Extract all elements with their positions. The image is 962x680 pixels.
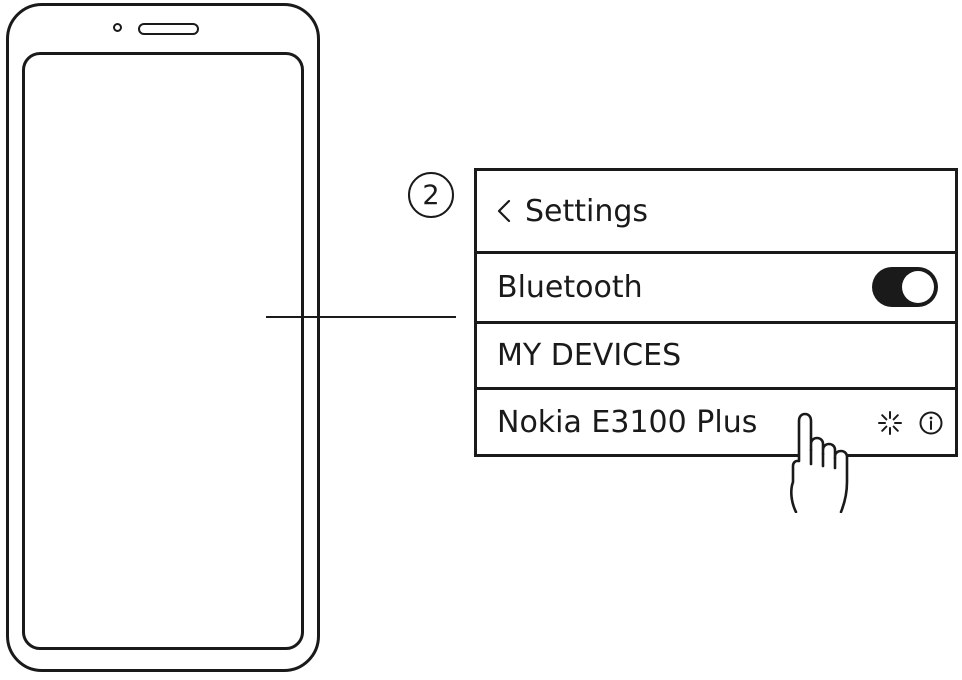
loading-spinner-icon [878, 411, 902, 435]
chevron-left-icon[interactable] [493, 198, 519, 224]
bluetooth-settings-panel: Settings Bluetooth MY DEVICES Nokia E310… [474, 168, 958, 457]
phone-outline [6, 3, 320, 672]
front-camera-icon [113, 23, 122, 32]
toggle-knob [902, 271, 934, 303]
section-header-label: MY DEVICES [497, 338, 682, 373]
step-number-badge: 2 [408, 172, 454, 218]
bluetooth-row[interactable]: Bluetooth [477, 251, 955, 321]
phone-screen [22, 52, 304, 650]
device-name: Nokia E3100 Plus [497, 404, 758, 440]
tapping-hand-icon [790, 412, 849, 513]
callout-leader-line [266, 316, 456, 318]
step-number: 2 [422, 179, 440, 211]
device-list-item[interactable]: Nokia E3100 Plus [477, 387, 955, 454]
earpiece-speaker-icon [138, 23, 199, 35]
bluetooth-label: Bluetooth [497, 270, 643, 305]
my-devices-section-header: MY DEVICES [477, 321, 955, 387]
bluetooth-toggle[interactable] [872, 267, 938, 307]
info-icon[interactable] [918, 410, 944, 436]
settings-title: Settings [525, 193, 649, 229]
settings-header[interactable]: Settings [477, 171, 955, 251]
